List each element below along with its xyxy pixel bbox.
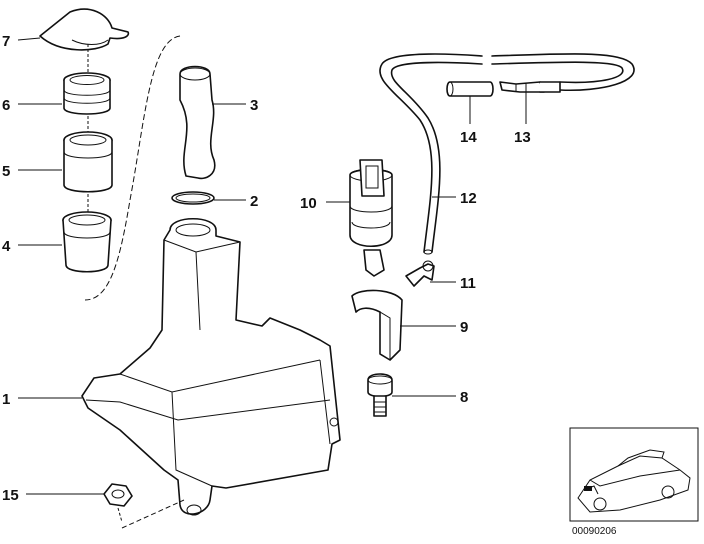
part-14-sleeve[interactable] [446, 81, 494, 97]
callout-4: 4 [2, 238, 11, 255]
part-4-sleeve[interactable] [62, 211, 112, 273]
callout-10: 10 [300, 195, 317, 212]
part-2-oring[interactable] [171, 191, 215, 205]
callout-1: 1 [2, 391, 10, 408]
part-10-pump[interactable] [349, 159, 393, 277]
part-9-clip[interactable] [351, 289, 403, 361]
part-1-reservoir[interactable] [81, 218, 341, 516]
callout-5: 5 [2, 163, 10, 180]
callout-2: 2 [250, 193, 258, 210]
callout-15: 15 [2, 487, 19, 504]
callout-13: 13 [514, 129, 531, 146]
reference-number: 00090206 [572, 526, 617, 537]
leader-lines [17, 37, 527, 495]
part-11-elbow[interactable] [405, 260, 435, 287]
part-7-cap[interactable] [39, 8, 130, 51]
callout-7: 7 [2, 33, 10, 50]
part-8-grommet[interactable] [367, 373, 393, 417]
callout-3: 3 [250, 97, 258, 114]
part-13-connector[interactable] [499, 81, 561, 93]
callout-11: 11 [460, 275, 476, 292]
callout-8: 8 [460, 389, 468, 406]
callout-6: 6 [2, 97, 10, 114]
part-5-sleeve[interactable] [63, 131, 113, 193]
callout-9: 9 [460, 319, 468, 336]
hose-guide-dashed [84, 35, 181, 301]
callout-14: 14 [460, 129, 477, 146]
part-15-nut[interactable] [103, 483, 185, 529]
car-location-thumbnail [569, 427, 699, 522]
part-3-hose[interactable] [179, 65, 216, 180]
part-12-hose[interactable] [379, 53, 635, 255]
callout-12: 12 [460, 190, 477, 207]
part-6-ring[interactable] [63, 72, 111, 115]
